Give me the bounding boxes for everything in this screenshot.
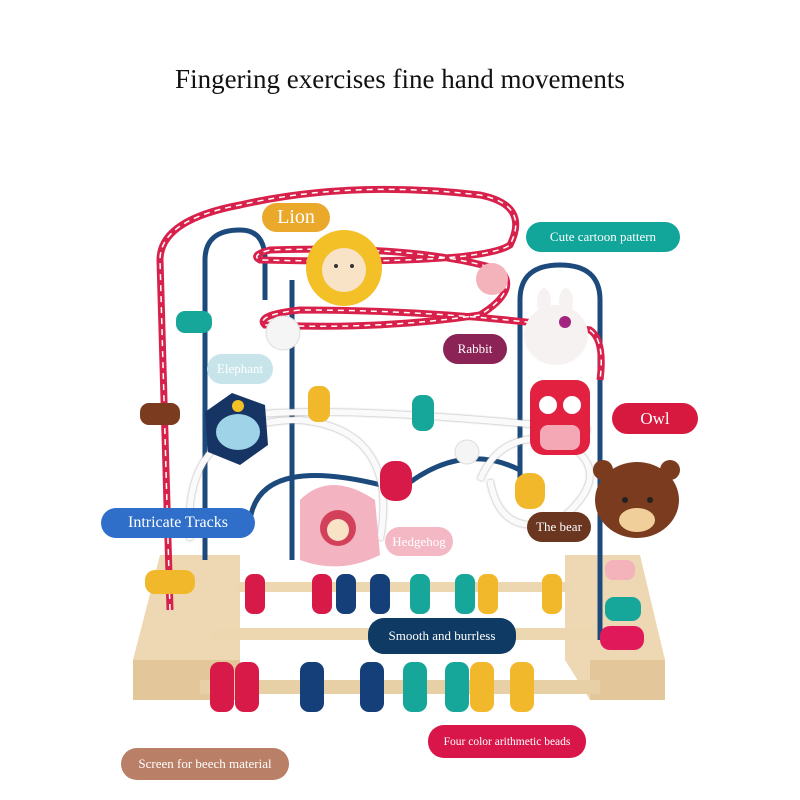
label-beech-material: Screen for beech material xyxy=(121,748,289,780)
label-smooth-and-burrless: Smooth and burrless xyxy=(368,618,516,654)
label-four-color-beads: Four color arithmetic beads xyxy=(428,725,586,758)
label-the-bear: The bear xyxy=(527,512,591,542)
label-hedgehog: Hedgehog xyxy=(385,527,453,556)
label-rabbit: Rabbit xyxy=(443,334,507,364)
label-elephant: Elephant xyxy=(207,354,273,384)
headline: Fingering exercises fine hand movements xyxy=(175,64,625,94)
track-beads xyxy=(140,263,644,650)
label-lion: Lion xyxy=(262,203,330,232)
label-cute-cartoon-pattern: Cute cartoon pattern xyxy=(526,222,680,252)
owl-piece xyxy=(530,380,590,455)
label-owl: Owl xyxy=(612,403,698,434)
label-intricate-tracks: Intricate Tracks xyxy=(101,508,255,538)
hedgehog-piece xyxy=(300,485,380,567)
lion-piece xyxy=(306,230,382,306)
bear-piece xyxy=(593,460,680,538)
elephant-piece xyxy=(205,393,268,465)
rabbit-piece xyxy=(524,288,588,365)
arithmetic-beads xyxy=(210,574,562,712)
